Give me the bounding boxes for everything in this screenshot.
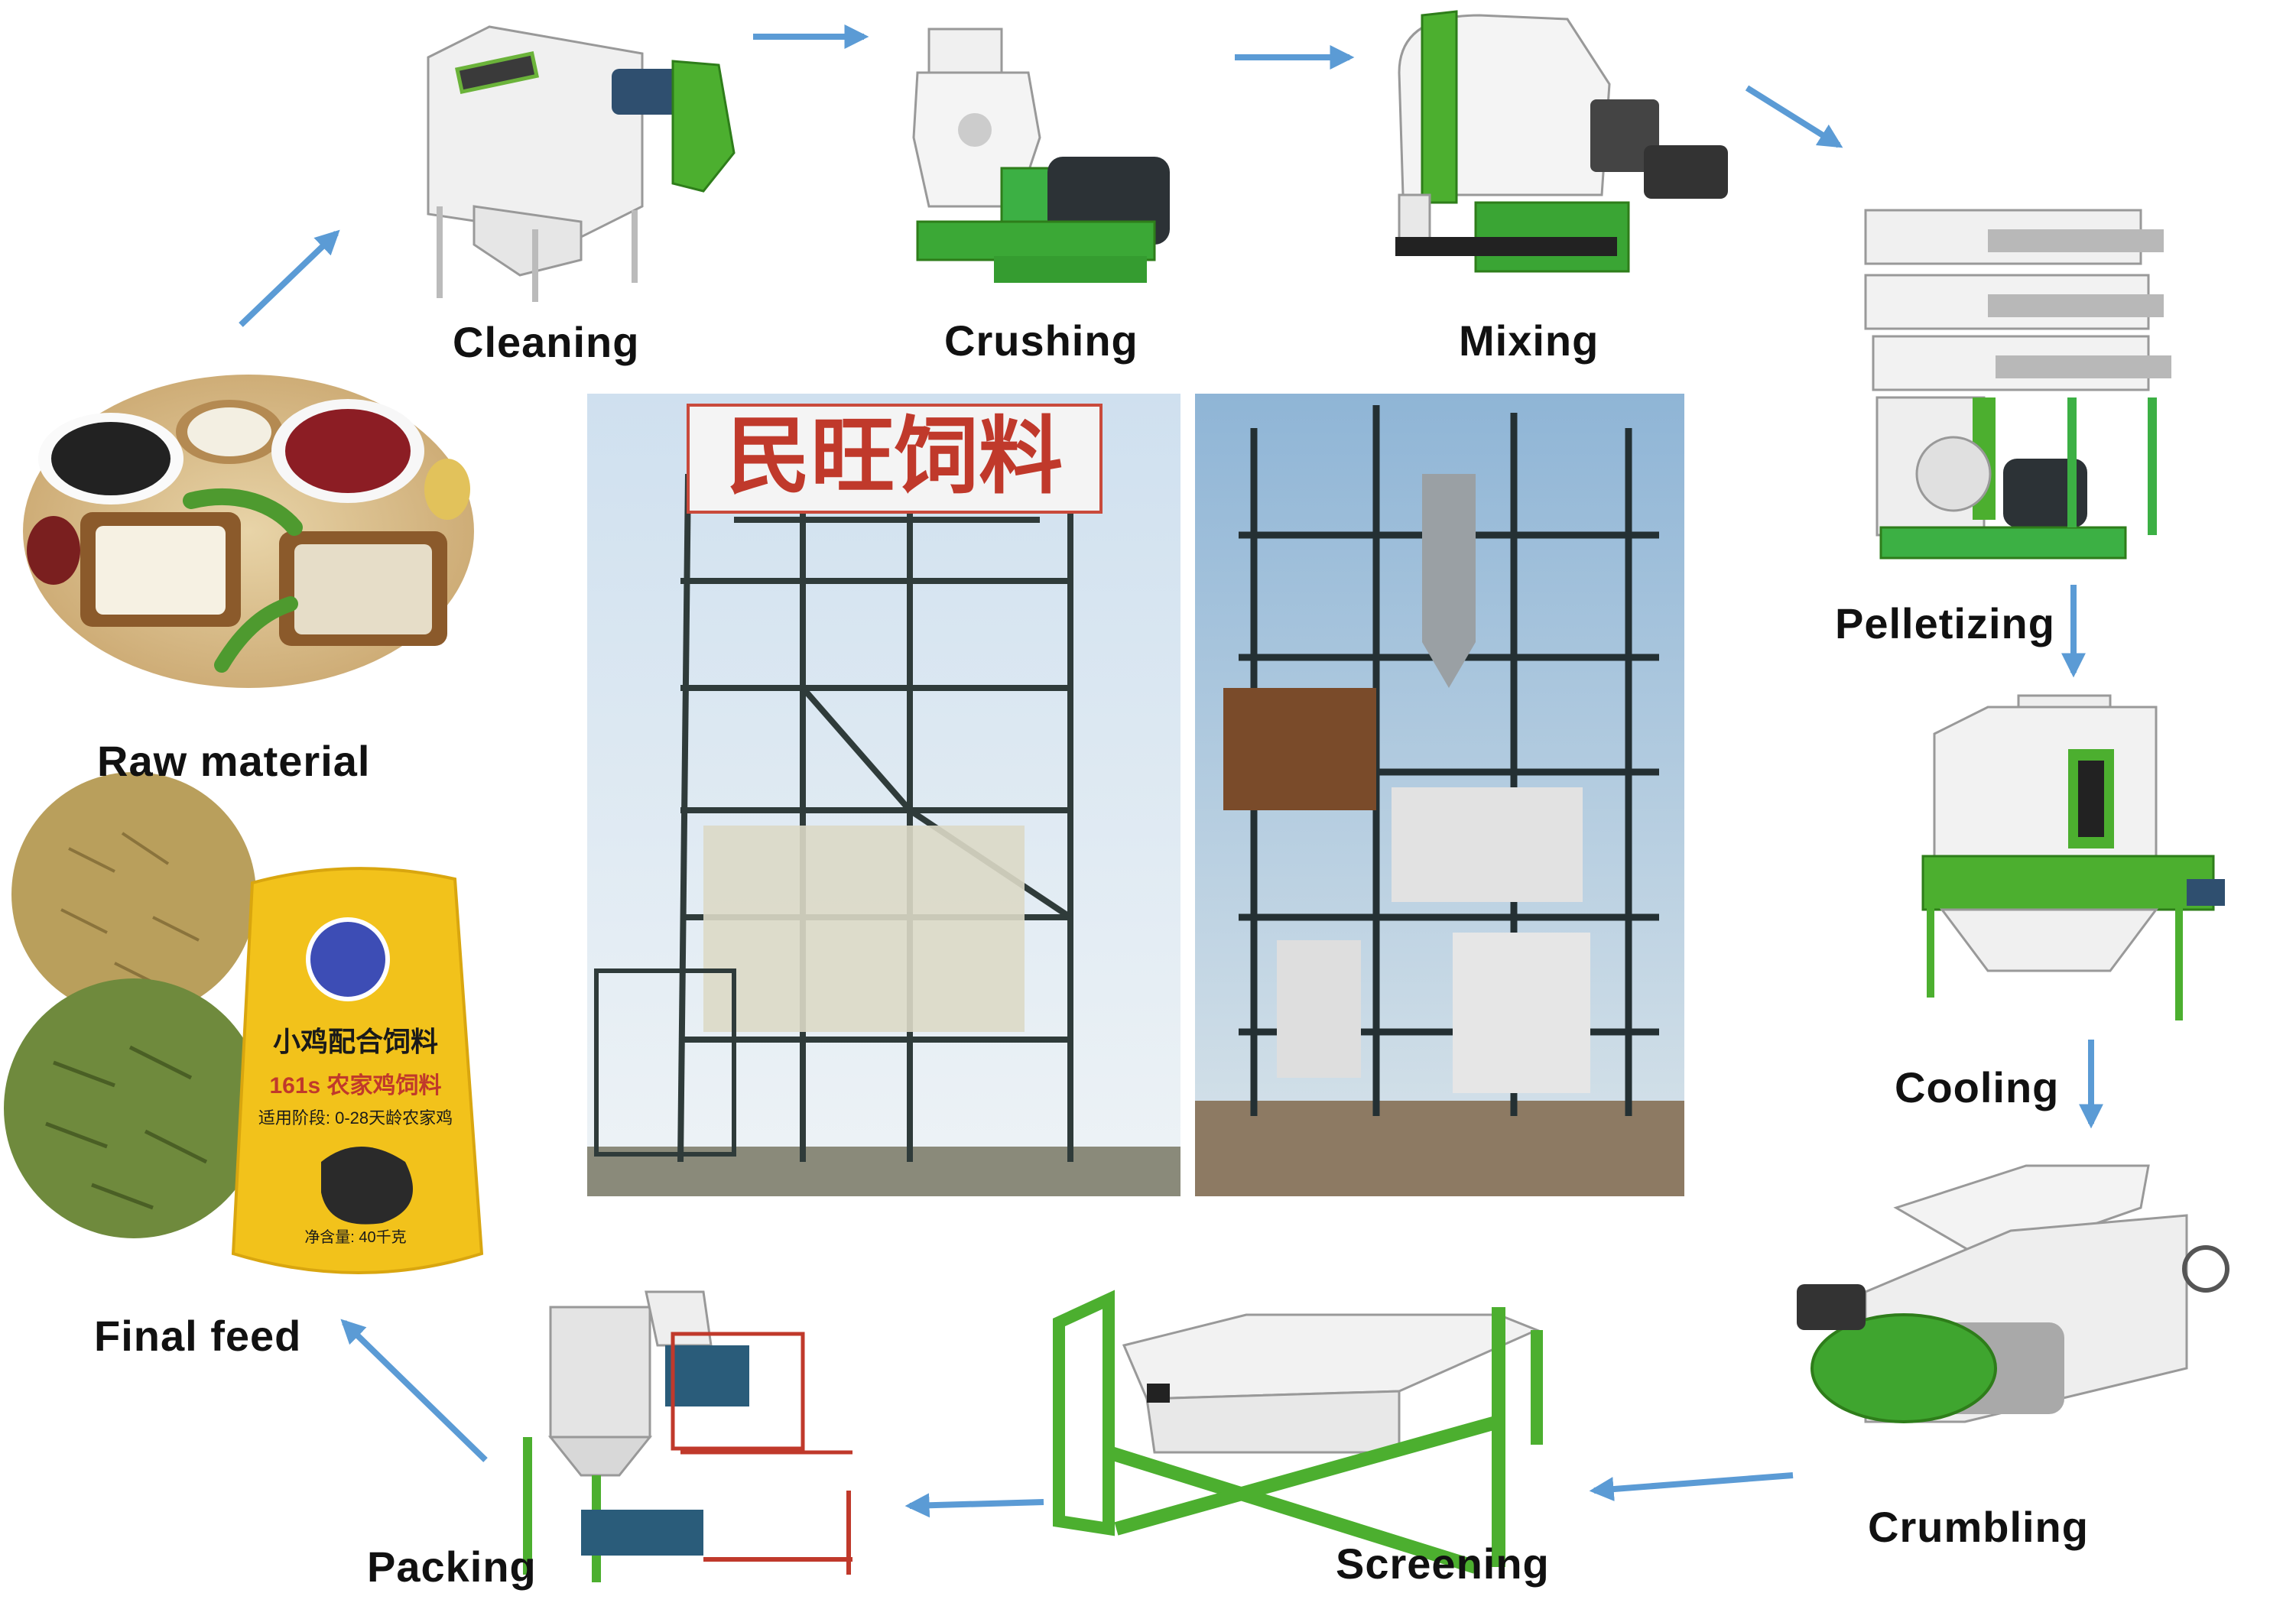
bag-code: 161s 农家鸡饲料 <box>269 1073 441 1098</box>
packing-machine-image <box>523 1290 852 1582</box>
label-screening: Screening <box>1336 1539 1550 1588</box>
screening-machine-image <box>1053 1290 1543 1574</box>
label-cooling: Cooling <box>1895 1063 2060 1111</box>
raw-material-image <box>23 375 474 688</box>
arrow-crumbling-to-screening <box>1589 1472 1794 1501</box>
flow-arrows <box>239 24 2103 1518</box>
label-cleaning: Cleaning <box>453 318 640 366</box>
label-final-feed: Final feed <box>94 1312 302 1360</box>
label-mixing: Mixing <box>1459 316 1599 365</box>
crumbling-machine-image <box>1797 1164 2229 1423</box>
pelletizing-machine-image <box>1864 209 2171 560</box>
bag-usage: 适用阶段: 0-28天龄农家鸡 <box>258 1108 453 1127</box>
mixing-machine-image <box>1395 10 1728 273</box>
bag-product-name: 小鸡配合饲料 <box>273 1026 438 1057</box>
arrow-screening-to-packing <box>904 1493 1044 1518</box>
label-pelletizing: Pelletizing <box>1835 599 2055 647</box>
final-feed-image: 小鸡配合饲料 161s 农家鸡饲料 适用阶段: 0-28天龄农家鸡 净含量: 4… <box>4 772 484 1274</box>
label-crumbling: Crumbling <box>1868 1503 2089 1551</box>
cooling-machine-image <box>1921 694 2225 1020</box>
feed-mill-tower-photo-right <box>1195 394 1684 1196</box>
arrow-raw-to-cleaning <box>239 229 340 327</box>
label-crushing: Crushing <box>944 316 1138 365</box>
tower-sign: 民旺饲料 <box>726 410 1063 504</box>
feed-mill-tower-photo-left: 民旺饲料 <box>587 394 1180 1196</box>
bag-weight: 净含量: 40千克 <box>304 1228 406 1246</box>
arrow-mixing-to-pelletizing <box>1745 85 1843 148</box>
label-raw-material: Raw material <box>97 737 371 785</box>
crushing-machine-image <box>912 28 1170 283</box>
label-packing: Packing <box>367 1543 537 1591</box>
arrow-packing-to-final <box>340 1319 488 1462</box>
cleaning-machine-image <box>427 25 736 302</box>
